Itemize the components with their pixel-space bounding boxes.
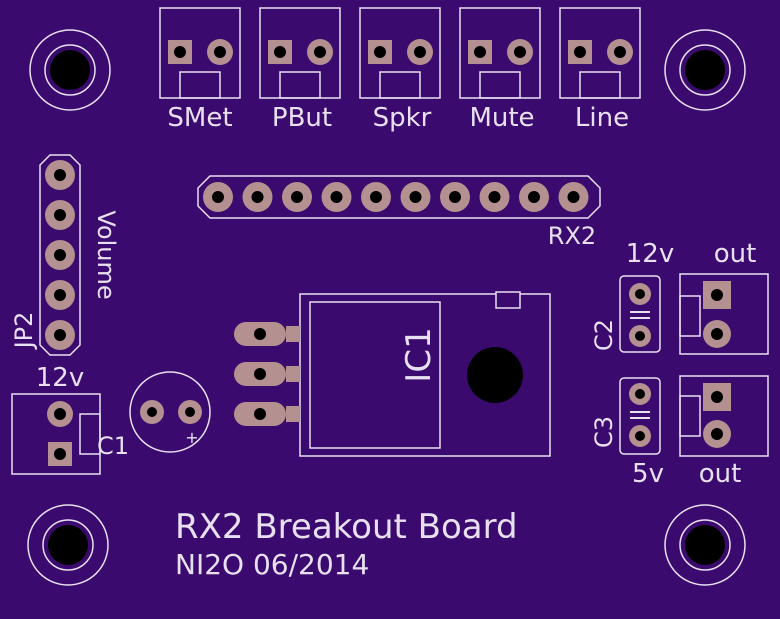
- pin-hole: [251, 191, 264, 203]
- header-label: RX2: [548, 222, 596, 250]
- connector-label: Mute: [469, 103, 534, 133]
- volume-ref: JP2: [10, 312, 38, 351]
- pin-hole: [567, 191, 580, 203]
- board-credit: NI2O 06/2014: [175, 548, 369, 581]
- header-volume: Volume JP2: [10, 154, 120, 356]
- connector-label: Line: [575, 103, 629, 133]
- pin-hole: [212, 191, 224, 203]
- volume-pins: [45, 160, 75, 350]
- pin-hole: [330, 191, 343, 203]
- pin-hole: [370, 191, 382, 203]
- pin-hole: [54, 329, 66, 341]
- pin-hole: [291, 191, 303, 203]
- connector-top-4: Line: [559, 7, 641, 133]
- mounting-hole-bottom-left: [27, 504, 109, 586]
- connector-top-2: Spkr: [359, 7, 441, 133]
- output-12v: 12v out C2: [590, 239, 769, 355]
- pin-hole: [54, 169, 66, 181]
- output-5v: C3 5v out: [590, 375, 769, 489]
- pin-hole: [54, 289, 66, 301]
- pin-hole: [409, 191, 422, 203]
- connector-label: SMet: [167, 103, 232, 133]
- output-12v-cap-ref: C2: [590, 319, 618, 351]
- volume-label: Volume: [92, 210, 120, 299]
- pin-hole: [449, 191, 461, 203]
- mounting-hole-bottom-right: [664, 504, 746, 586]
- header-rx2: RX2: [197, 175, 601, 250]
- output-12v-voltage: 12v: [626, 239, 674, 269]
- input-connector: 12v C1: [11, 363, 129, 475]
- connector-top-0: SMet: [159, 7, 241, 133]
- connector-label: PBut: [272, 103, 332, 133]
- pin-hole: [54, 209, 66, 221]
- pin-hole: [488, 191, 501, 203]
- mounting-hole-top-right: [664, 29, 746, 111]
- output-5v-cap-ref: C3: [590, 416, 618, 448]
- output-5v-suffix: out: [699, 459, 742, 489]
- connector-top-3: Mute: [459, 7, 541, 133]
- connector-top-1: PBut: [259, 7, 341, 133]
- input-cap-ref: C1: [97, 432, 129, 460]
- ic1-regulator: IC1: [234, 291, 551, 457]
- connector-label: Spkr: [373, 103, 432, 133]
- ic-ref: IC1: [399, 327, 439, 382]
- output-12v-suffix: out: [714, 239, 757, 269]
- pin-hole: [54, 249, 66, 261]
- mounting-hole-top-left: [29, 29, 111, 111]
- header-pins: [203, 182, 589, 212]
- input-voltage-label: 12v: [36, 363, 84, 393]
- board-title: RX2 Breakout Board: [175, 507, 518, 547]
- capacitor-c1: +: [129, 371, 211, 453]
- output-5v-voltage: 5v: [632, 459, 664, 489]
- pin-hole: [528, 191, 540, 203]
- polarity-mark: +: [185, 428, 198, 447]
